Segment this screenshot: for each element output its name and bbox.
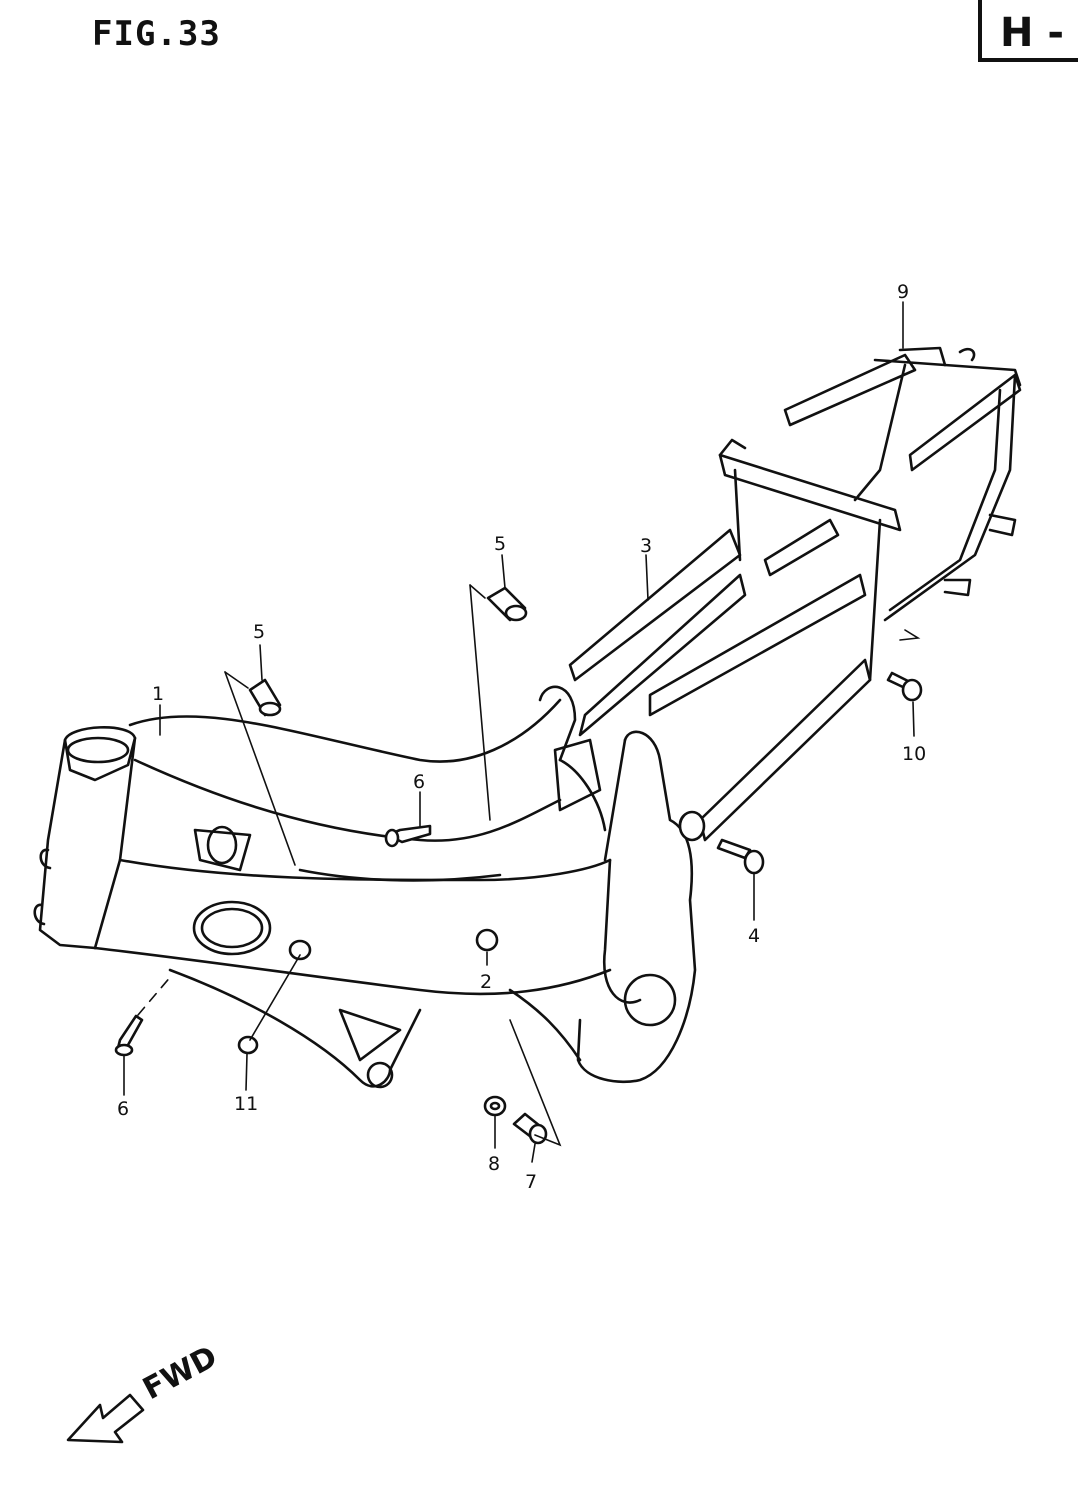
callout-3: 3 [640, 535, 652, 557]
bolt-6-lower [114, 1014, 144, 1057]
callout-6-lower: 6 [117, 1098, 129, 1120]
leader-lines [123, 301, 921, 1163]
callout-2: 2 [480, 971, 492, 993]
cap-11 [237, 939, 312, 1055]
bolt-4 [678, 810, 765, 875]
callout-8: 8 [488, 1153, 500, 1175]
callout-6-upper: 6 [413, 771, 425, 793]
section-tag: H - [978, 0, 1078, 62]
forward-arrow-icon [66, 1393, 145, 1444]
forward-indicator: FWD [66, 1339, 223, 1444]
callout-9: 9 [897, 281, 909, 303]
figure-title: FIG.33 [92, 14, 221, 54]
collar-5-left [248, 678, 282, 717]
rear-subframe [763, 346, 1022, 622]
forward-label: FWD [137, 1339, 223, 1407]
callouts: 1 2 3 4 5 5 6 6 7 8 9 10 11 [117, 281, 926, 1193]
bolt-6-upper [384, 824, 432, 848]
callout-4: 4 [748, 925, 760, 947]
callout-5-top: 5 [494, 533, 506, 555]
washer-8 [483, 1095, 507, 1117]
callout-11: 11 [234, 1093, 258, 1115]
bushing-7 [512, 1112, 548, 1145]
seat-rail [568, 438, 902, 842]
callout-1: 1 [152, 683, 164, 705]
callout-7: 7 [525, 1171, 537, 1193]
collar-5-top [486, 586, 528, 622]
plug-2 [475, 928, 499, 952]
callout-5-left: 5 [253, 621, 265, 643]
callout-10: 10 [902, 743, 926, 765]
bolt-10 [886, 671, 923, 702]
